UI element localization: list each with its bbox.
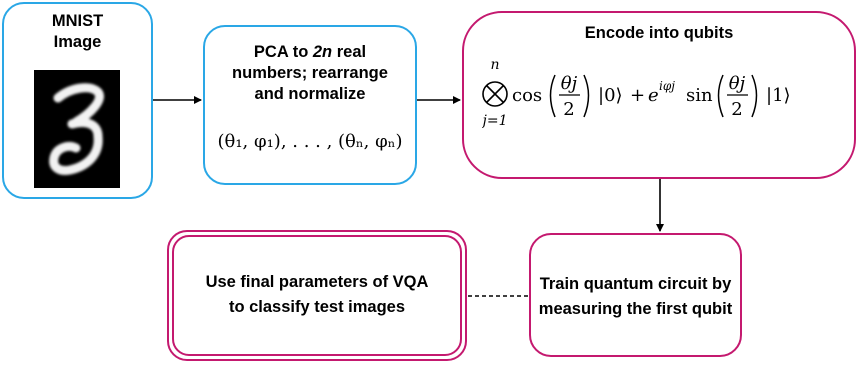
encoding-formula: n j=1 cos θj 2 |0⟩ + e iφj sin θj 2 |1⟩ (482, 57, 791, 129)
train-description: Train quantum circuit by measuring the f… (531, 274, 740, 320)
formula-ket1: |1⟩ (766, 85, 791, 106)
formula-plus: + (630, 85, 645, 106)
train-line2: measuring the first qubit (538, 300, 733, 318)
formula-two-2: 2 (731, 99, 742, 120)
mnist-digit-image (34, 70, 120, 188)
formula-sin: sin (686, 85, 713, 106)
pca-parameters-math: (θ₁, φ₁), . . . , (θₙ, φₙ) (217, 131, 403, 152)
train-line1: Train quantum circuit by (539, 275, 732, 293)
formula-two-1: 2 (563, 99, 574, 120)
formula-theta-1: θj (561, 73, 578, 94)
encode-box: Encode into qubits n j=1 cos θj 2 |0⟩ + … (462, 11, 856, 179)
pca-line1: PCA to 2n real (253, 43, 367, 61)
formula-exp-sup: iφj (659, 79, 675, 93)
final-box-inner-border (172, 235, 462, 356)
final-description: Use final parameters of VQA to classify … (169, 272, 465, 318)
pca-description: PCA to 2n real numbers; rearrange and no… (205, 42, 415, 105)
final-box: Use final parameters of VQA to classify … (167, 230, 467, 361)
mnist-title-line1: MNIST (51, 12, 104, 30)
formula-ket0: |0⟩ (598, 85, 623, 106)
formula-paren (549, 74, 556, 118)
pca-line3: and normalize (254, 85, 366, 103)
formula-lower-limit: j=1 (482, 113, 507, 129)
formula-cos: cos (512, 85, 542, 106)
formula-upper-limit: n (490, 57, 499, 73)
mnist-title: MNIST Image (4, 11, 151, 53)
final-line1: Use final parameters of VQA (205, 273, 429, 291)
pca-line2: numbers; rearrange (232, 64, 388, 82)
formula-exp: e (648, 85, 659, 106)
train-box: Train quantum circuit by measuring the f… (529, 233, 742, 357)
mnist-image-box: MNIST Image (2, 2, 153, 199)
pca-box: PCA to 2n real numbers; rearrange and no… (203, 25, 417, 185)
final-line2: to classify test images (228, 298, 406, 316)
mnist-title-line2: Image (53, 33, 102, 51)
pca-2n: 2n (312, 43, 333, 61)
formula-theta-2: θj (729, 73, 746, 94)
encode-title: Encode into qubits (584, 24, 734, 42)
otimes-icon (482, 81, 508, 107)
